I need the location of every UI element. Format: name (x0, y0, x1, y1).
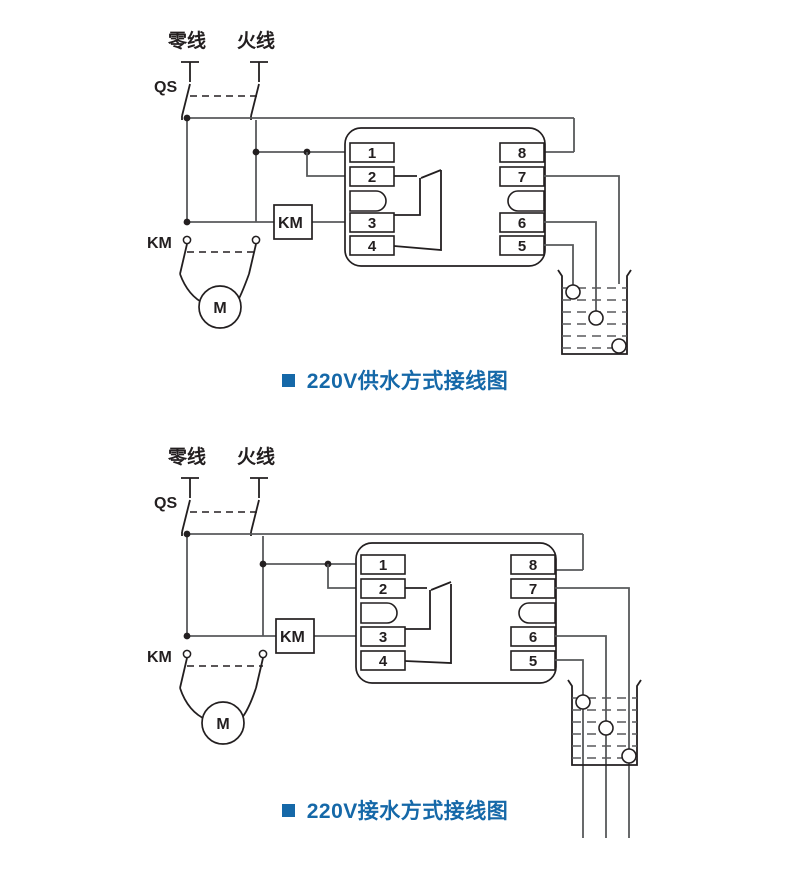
caption-diagram-2: 220V接水方式接线图 (0, 795, 790, 825)
relay-body (355, 542, 557, 684)
probe-wires (555, 587, 630, 838)
km-coil-box[interactable] (273, 204, 313, 240)
probe-mid (588, 310, 604, 326)
terminal-4-label: 4 (379, 653, 388, 670)
probe-mid (598, 720, 614, 736)
label-live-wire: 火线 (237, 29, 275, 52)
terminal-3[interactable] (360, 626, 406, 647)
terminal-3[interactable] (349, 212, 395, 233)
bullet-square-icon (281, 374, 295, 387)
label-motor: M (216, 716, 229, 733)
probe-high (575, 694, 591, 710)
probe-wires (544, 175, 620, 312)
terminal-5-label: 5 (529, 653, 537, 670)
main-switch-qs[interactable] (181, 83, 260, 120)
motor-symbol (201, 701, 245, 745)
label-neutral-wire: 零线 (167, 29, 206, 52)
label-km-coil: KM (280, 629, 305, 646)
label-km-coil: KM (278, 215, 303, 232)
terminal-1-label: 1 (368, 145, 376, 162)
terminal-2-label: 2 (368, 169, 376, 186)
label-km-contact: KM (147, 649, 172, 666)
terminal-6-label: 6 (518, 215, 526, 232)
terminal-2-label: 2 (379, 581, 387, 598)
label-qs: QS (154, 495, 177, 512)
label-motor: M (213, 300, 226, 317)
diagram-1-svg: 零线 火线 QS (147, 29, 632, 355)
probe-high (565, 284, 581, 300)
diagram-220v-receive: 零线 火线 QS (0, 418, 790, 838)
label-live-wire: 火线 (237, 445, 275, 468)
supply-terminals (181, 61, 268, 82)
water-tank (567, 679, 642, 766)
water-tank (557, 269, 632, 355)
terminal-1-label: 1 (379, 557, 387, 574)
km-coil-branch (183, 218, 345, 226)
bullet-square-icon (281, 804, 295, 817)
live-bus (259, 536, 356, 636)
terminal-8-label: 8 (529, 557, 537, 574)
relay-terminals-left[interactable]: 1 2 3 4 (349, 142, 395, 256)
terminal-slot-left (360, 602, 398, 624)
probe-low (611, 338, 627, 354)
caption-1-text: 220V供水方式接线图 (306, 370, 509, 393)
terminal-5-label: 5 (518, 238, 526, 255)
terminal-slot-right (507, 190, 545, 212)
probe-low (621, 748, 637, 764)
terminal-6-label: 6 (529, 629, 537, 646)
label-km-contact: KM (147, 235, 172, 252)
terminal-slot-left (349, 190, 387, 212)
terminal-8-label: 8 (518, 145, 526, 162)
caption-2-text: 220V接水方式接线图 (306, 800, 509, 823)
label-qs: QS (154, 79, 177, 96)
km-coil-box[interactable] (275, 618, 315, 654)
terminal-7-label: 7 (529, 581, 537, 598)
relay-body (344, 127, 546, 267)
main-switch-qs[interactable] (181, 499, 260, 536)
terminal-1[interactable] (349, 142, 395, 163)
diagram-220v-supply: 零线 火线 QS (0, 0, 790, 400)
label-neutral-wire: 零线 (167, 445, 206, 468)
terminal-8[interactable] (510, 554, 556, 575)
supply-terminals (181, 477, 268, 498)
diagram-2-svg: 零线 火线 QS (147, 445, 642, 838)
terminal-8[interactable] (499, 142, 545, 163)
relay-terminals-right[interactable]: 8 7 6 5 (510, 554, 556, 671)
terminal-3-label: 3 (379, 629, 387, 646)
terminal-4-label: 4 (368, 238, 377, 255)
relay-internal-switch (404, 581, 452, 664)
km-contacts[interactable] (179, 235, 261, 275)
motor-symbol (198, 285, 242, 329)
junction-dot (259, 560, 267, 568)
terminal-3-label: 3 (368, 215, 376, 232)
junction-dot (183, 218, 191, 226)
relay-terminals-left[interactable]: 1 2 3 4 (360, 554, 406, 671)
km-coil-branch (183, 632, 356, 640)
junction-dot (252, 148, 260, 156)
relay-terminals-right[interactable]: 8 7 6 5 (499, 142, 545, 256)
neutral-bus (183, 530, 584, 636)
terminal-1[interactable] (360, 554, 406, 575)
live-bus (252, 120, 345, 222)
junction-dot (183, 114, 191, 122)
terminal-7-label: 7 (518, 169, 526, 186)
km-contacts[interactable] (179, 649, 268, 689)
terminal-4[interactable] (360, 650, 406, 671)
relay-internal-switch (393, 169, 442, 251)
junction-dot (183, 632, 191, 640)
caption-diagram-1: 220V供水方式接线图 (0, 365, 790, 395)
neutral-bus (183, 114, 575, 222)
junction-dot (183, 530, 191, 538)
terminal-slot-right (518, 602, 556, 624)
terminal-4[interactable] (349, 235, 395, 256)
